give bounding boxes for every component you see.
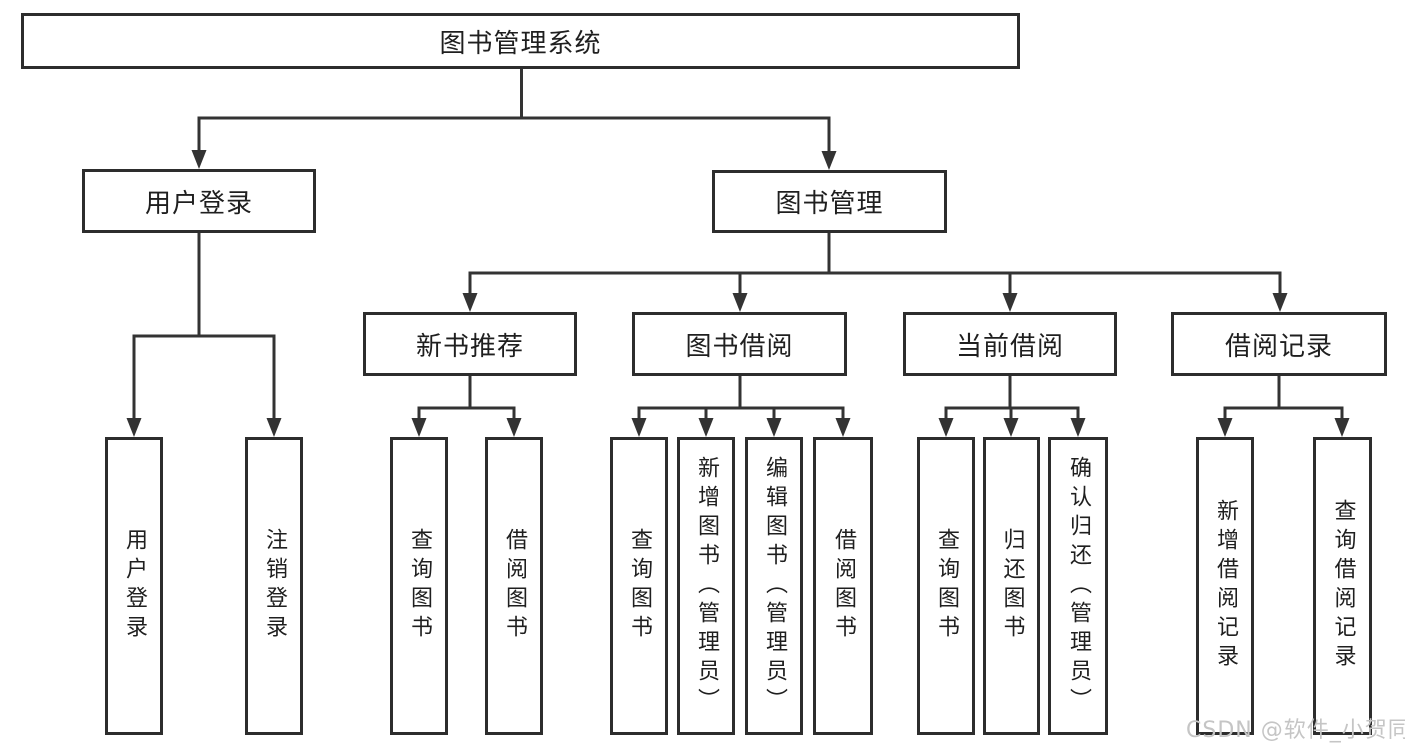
node-borrow-record-label: 借阅记录 [1224, 331, 1333, 362]
node-current-borrow-label: 当前借阅 [955, 331, 1064, 362]
leaf-newrec-borrow-books-label: 借阅图书 [502, 528, 527, 644]
leaf-current-query-books-label: 查询图书 [934, 528, 959, 644]
book-borrow-branch-connectors [631, 374, 851, 437]
watermark-text: CSDN @软件_小贺同学 [1186, 718, 1405, 743]
root-to-level2-connectors [191, 67, 837, 170]
leaf-borrow-edit-books-label: 编辑图书（管理员） [762, 455, 787, 717]
leaf-newrec-borrow-books: 借阅图书 [485, 437, 543, 735]
leaf-newrec-query-books: 查询图书 [390, 437, 448, 735]
leaf-user-login-label: 用户登录 [122, 528, 147, 644]
current-borrow-branch-connectors [938, 374, 1086, 437]
leaf-record-query-record-label: 查询借阅记录 [1330, 499, 1356, 673]
node-new-book-rec: 新书推荐 [363, 312, 577, 376]
leaf-logout: 注销登录 [245, 437, 303, 735]
book-mgmt-branch-connectors [462, 231, 1288, 312]
leaf-borrow-query-books-label: 查询图书 [627, 528, 652, 644]
leaf-borrow-edit-books: 编辑图书（管理员） [745, 437, 803, 735]
leaf-borrow-add-books: 新增图书（管理员） [677, 437, 735, 735]
node-root: 图书管理系统 [21, 13, 1020, 69]
leaf-borrow-borrow-books: 借阅图书 [813, 437, 873, 735]
leaf-current-query-books: 查询图书 [917, 437, 975, 735]
node-book-mgmt-label: 图书管理 [775, 189, 884, 219]
leaf-current-confirm-return-label: 确认归还（管理员） [1066, 455, 1091, 717]
node-book-borrow-label: 图书借阅 [685, 331, 794, 362]
leaf-borrow-borrow-books-label: 借阅图书 [831, 528, 856, 644]
leaf-record-query-record: 查询借阅记录 [1313, 437, 1372, 735]
leaf-borrow-add-books-label: 新增图书（管理员） [694, 455, 719, 717]
leaf-borrow-query-books: 查询图书 [610, 437, 668, 735]
leaf-user-login: 用户登录 [105, 437, 163, 735]
borrow-record-branch-connectors [1217, 374, 1350, 437]
node-book-mgmt: 图书管理 [712, 170, 947, 233]
user-login-branch-connectors [126, 231, 282, 437]
node-book-borrow: 图书借阅 [632, 312, 847, 376]
node-current-borrow: 当前借阅 [903, 312, 1117, 376]
leaf-current-confirm-return: 确认归还（管理员） [1048, 437, 1108, 735]
leaf-newrec-query-books-label: 查询图书 [407, 528, 432, 644]
node-new-book-rec-label: 新书推荐 [415, 331, 524, 362]
new-book-rec-branch-connectors [411, 374, 522, 437]
node-borrow-record: 借阅记录 [1171, 312, 1387, 376]
leaf-logout-label: 注销登录 [262, 528, 287, 644]
leaf-record-add-record: 新增借阅记录 [1196, 437, 1254, 735]
node-user-login-label: 用户登录 [144, 188, 253, 219]
node-root-label: 图书管理系统 [439, 28, 602, 59]
leaf-current-return-books: 归还图书 [983, 437, 1040, 735]
node-user-login: 用户登录 [82, 169, 316, 233]
leaf-current-return-books-label: 归还图书 [999, 528, 1025, 644]
leaf-record-add-record-label: 新增借阅记录 [1213, 499, 1238, 673]
